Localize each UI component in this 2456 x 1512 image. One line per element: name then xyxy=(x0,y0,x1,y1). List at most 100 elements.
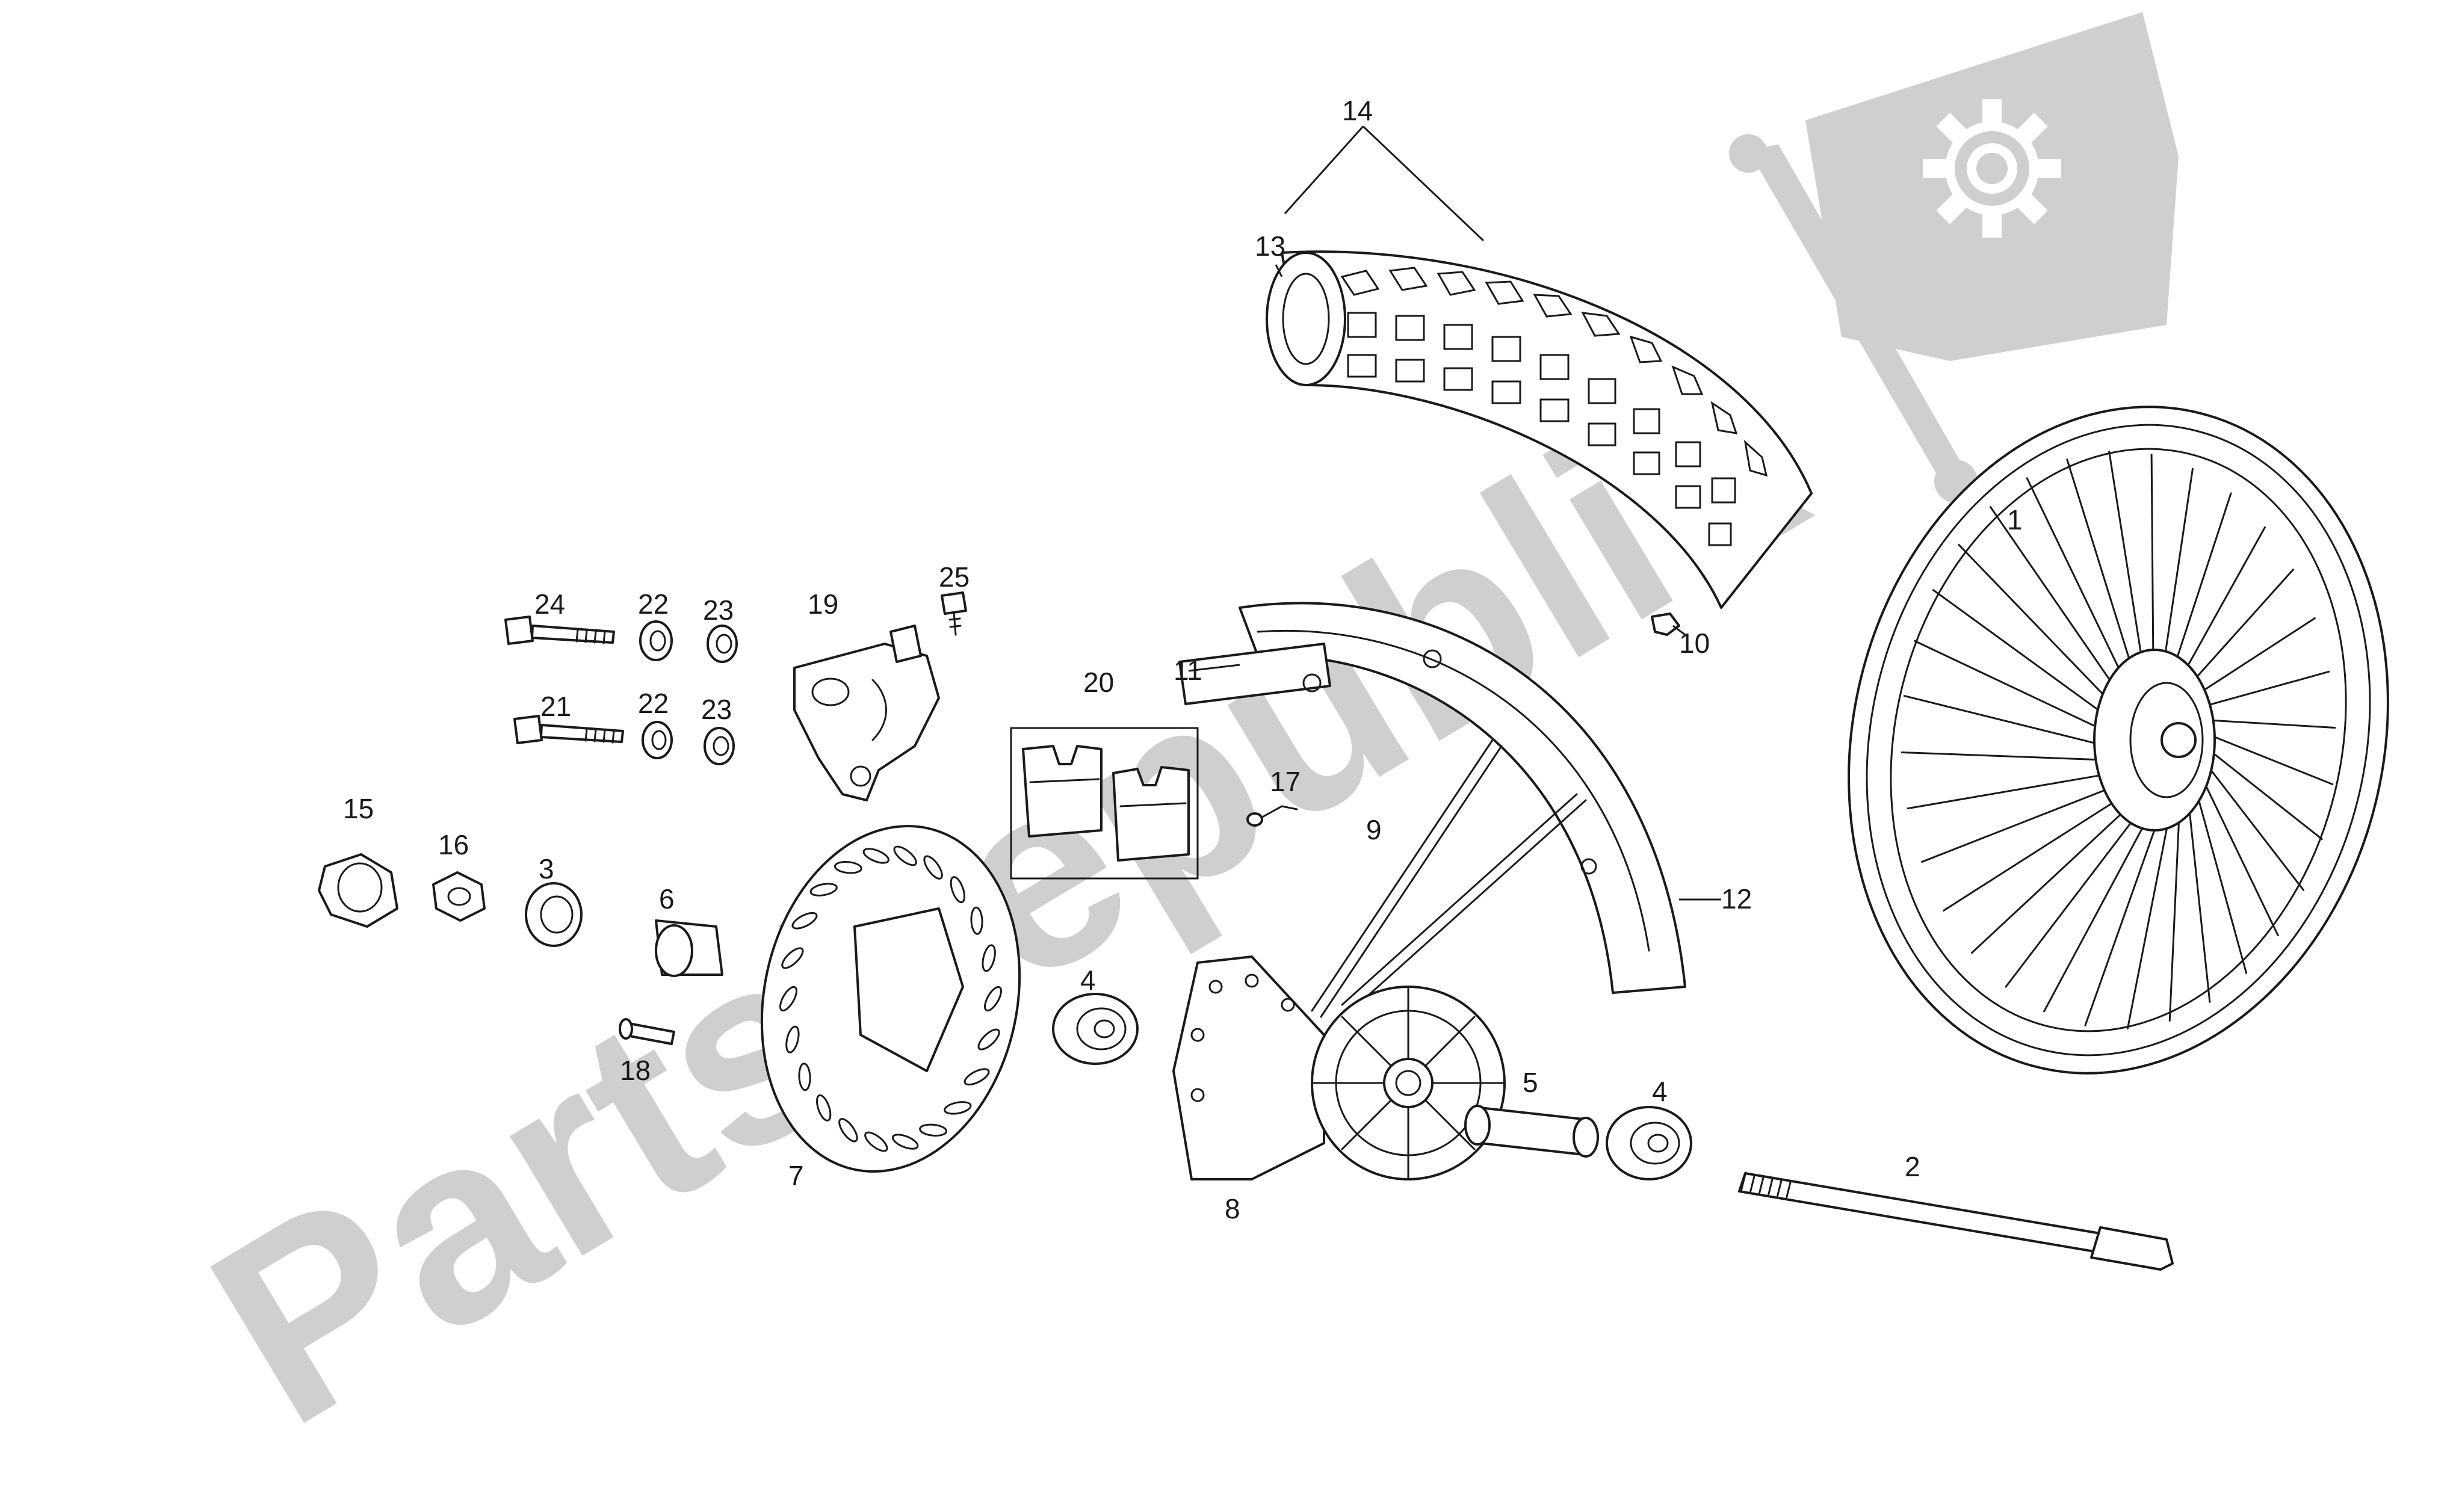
disc-vent-hole xyxy=(893,845,917,866)
spokes xyxy=(1311,739,1587,1018)
disc-vent-hole xyxy=(834,860,862,874)
callout-25: 25 xyxy=(939,561,970,593)
wheel-spoke xyxy=(1971,789,2148,954)
valve-10 xyxy=(1651,613,1680,636)
wheel-spoke xyxy=(1914,640,2126,741)
wheel-spoke xyxy=(2189,769,2248,974)
callout-23-bottom: 23 xyxy=(701,694,732,725)
disc-vent-hole xyxy=(779,986,797,1012)
wheel-spoke xyxy=(1989,506,2132,711)
wheel-spoke xyxy=(2189,670,2330,711)
disc-vent-hole xyxy=(964,1068,990,1086)
callout-7: 7 xyxy=(788,1160,804,1191)
callout-24: 24 xyxy=(534,588,565,620)
callout-16: 16 xyxy=(438,829,469,860)
wheel-spoke xyxy=(2179,569,2295,696)
mudguard xyxy=(1178,602,1686,994)
wheel-spoke xyxy=(2195,739,2323,841)
caliper-bolt-21 xyxy=(513,715,624,744)
callout-23-top: 23 xyxy=(703,594,734,626)
disc-vent-hole xyxy=(798,1063,811,1091)
callout-18: 18 xyxy=(620,1055,651,1086)
disc-vent-hole xyxy=(785,1025,800,1054)
wheel-spoke xyxy=(2084,792,2169,1026)
callout-13: 13 xyxy=(1255,230,1285,262)
disc-vent-hole xyxy=(781,947,804,969)
split-pin xyxy=(1246,805,1298,827)
bush-6 xyxy=(655,919,723,977)
wheel-spoke xyxy=(2192,759,2279,937)
mudguard-bracket xyxy=(1178,643,1331,705)
disc-vent-hole xyxy=(809,883,838,896)
disc-vent-hole xyxy=(891,1134,919,1150)
callout-5: 5 xyxy=(1523,1067,1538,1098)
disc-vent-hole xyxy=(864,1131,888,1152)
wheel-spoke xyxy=(2185,777,2211,1003)
callout-11: 11 xyxy=(1174,655,1202,686)
brake-pad-right xyxy=(1112,766,1190,862)
brake-caliper xyxy=(793,625,940,801)
wheel-spoke xyxy=(2195,728,2334,785)
callout-4-right: 4 xyxy=(1652,1076,1668,1107)
callout-14: 14 xyxy=(1342,95,1373,126)
wheel-spoke xyxy=(1942,784,2142,912)
wheel-spoke xyxy=(1932,589,2126,730)
wheel-spoke xyxy=(1907,769,2132,810)
lock-washer-23-top xyxy=(707,625,738,663)
brake-pad-left xyxy=(1022,745,1103,838)
disc-vent-hole xyxy=(984,986,1002,1012)
disc-vent-hole xyxy=(862,848,890,864)
callout-6: 6 xyxy=(659,883,675,915)
wheel-spoke xyxy=(2026,477,2136,703)
callout-numbers: 1 2 3 4 4 5 6 7 8 9 10 11 12 13 14 15 16… xyxy=(343,95,2023,1224)
axle-nut xyxy=(318,853,398,928)
watermark-pole-icon xyxy=(1748,144,1965,481)
wheel-spoke xyxy=(2195,750,2305,891)
wheel-spoke xyxy=(2173,526,2266,691)
callout-21: 21 xyxy=(540,691,571,722)
wheel-spoke xyxy=(2168,784,2182,1022)
disc-vent-hole xyxy=(977,1028,1000,1051)
callout-1: 1 xyxy=(2007,504,2023,535)
brake-disc xyxy=(760,824,1021,1173)
disc-vent-hole xyxy=(950,876,965,904)
wheel-hub xyxy=(1172,955,1506,1180)
callout-10: 10 xyxy=(1679,628,1710,659)
leader-lines xyxy=(1188,125,1721,901)
callout-2: 2 xyxy=(1905,1151,1920,1182)
callout-3: 3 xyxy=(539,853,554,884)
wheel-spoke xyxy=(1958,543,2129,721)
wheel-spoke xyxy=(1921,777,2136,863)
wheel-spoke xyxy=(1901,751,2129,762)
disc-vent-hole xyxy=(838,1118,858,1143)
disc-vent-hole xyxy=(923,855,943,880)
callout-22-bottom: 22 xyxy=(638,688,669,719)
disc-vent-hole xyxy=(791,912,818,930)
lock-washer-23-bottom xyxy=(704,727,735,765)
disc-screw xyxy=(619,1018,675,1045)
wheel-spoke xyxy=(2005,792,2154,988)
callout-8: 8 xyxy=(1225,1193,1240,1224)
bleed-screw xyxy=(941,591,967,636)
callout-19: 19 xyxy=(808,588,838,620)
hex-nut xyxy=(432,871,486,922)
tyre-and-tube xyxy=(1266,250,1813,609)
gear-icon xyxy=(1923,99,2061,238)
wheel-spoke xyxy=(2192,718,2336,729)
inner-tube xyxy=(1266,251,1346,386)
seal-ring xyxy=(525,882,583,947)
wheel-spoke xyxy=(2043,793,2162,1013)
complete-wheel xyxy=(1848,406,2389,1075)
caliper-bolt-24 xyxy=(504,616,615,645)
callout-9: 9 xyxy=(1366,814,1382,845)
bearing-right xyxy=(1606,1106,1692,1180)
wheel-axle xyxy=(1738,1172,2174,1271)
callout-20: 20 xyxy=(1083,667,1114,698)
disc-vent-hole xyxy=(944,1101,972,1115)
wheel-spoke xyxy=(1903,695,2126,752)
wheel-spoke xyxy=(2066,458,2142,696)
brake-pads-box xyxy=(1010,727,1199,880)
disc-vent-hole xyxy=(919,1123,948,1137)
